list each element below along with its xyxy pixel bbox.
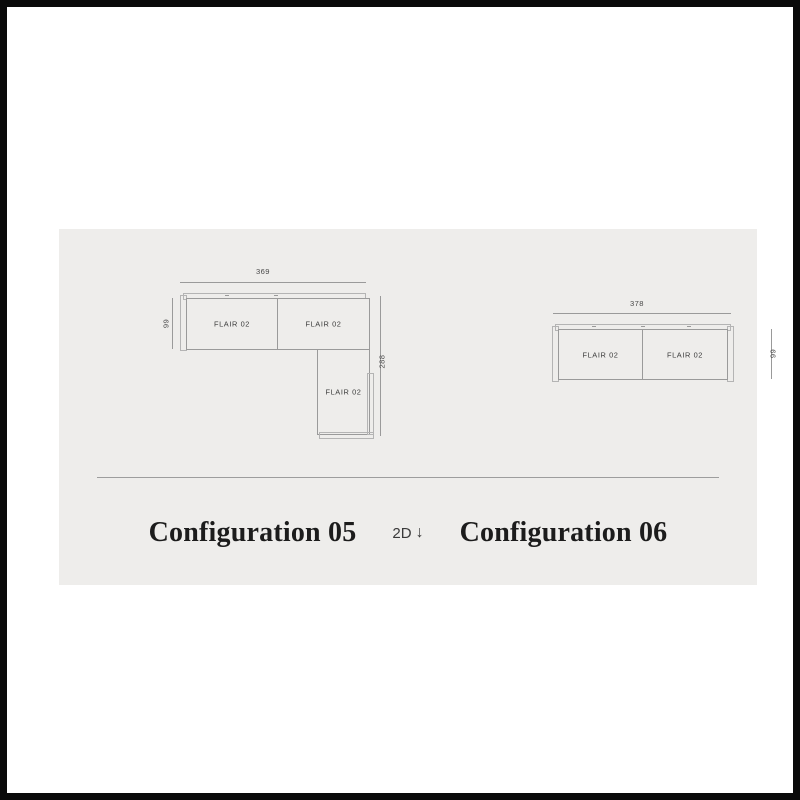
module-label: FLAIR 02 [325, 387, 362, 397]
backrest-tick-1 [225, 295, 229, 296]
drawing-panel: 369 99 288 FLAIR 02 FLAIR 02 FL [59, 229, 778, 585]
view-mode-label: 2D [392, 524, 412, 542]
module-seat-top-left: FLAIR 02 [186, 298, 278, 350]
module-label: FLAIR 02 [582, 350, 619, 359]
module-seat-left: FLAIR 02 [558, 329, 643, 380]
configuration-06-drawing: 378 99 FLAIR 02 FLAIR 02 [519, 229, 778, 459]
module-label: FLAIR 02 [213, 319, 251, 329]
caption-divider [97, 477, 719, 478]
arm-outline-right [727, 326, 734, 382]
module-label: FLAIR 02 [666, 350, 704, 359]
module-seat-right: FLAIR 02 [642, 329, 728, 380]
configuration-05-title: Configuration 05 [148, 517, 357, 548]
dim-label-depth-288: 288 [377, 354, 387, 369]
view-mode-toggle[interactable]: 2D ↓ [392, 525, 423, 542]
dim-line-depth-99 [771, 329, 772, 379]
dim-label-width-378: 378 [630, 299, 644, 308]
caption-bar: Configuration 05 2D ↓ Configuration 06 [59, 497, 757, 569]
module-seat-top-right: FLAIR 02 [277, 298, 370, 350]
dim-line-depth-99 [172, 298, 173, 349]
dim-line-width-369 [180, 282, 366, 283]
dim-label-width-369: 369 [256, 267, 270, 276]
arrow-down-icon: ↓ [415, 524, 424, 541]
module-label: FLAIR 02 [305, 319, 342, 329]
backrest-tick-2 [274, 295, 278, 296]
backrest-tick-2 [641, 326, 645, 327]
configuration-06-title: Configuration 06 [459, 517, 668, 548]
module-seat-vertical-right: FLAIR 02 [317, 349, 370, 435]
arm-outline-vertical-bottom [319, 432, 374, 439]
backrest-tick-1 [592, 326, 596, 327]
dim-label-depth-99: 99 [161, 318, 171, 329]
arm-outline-vertical-right [367, 373, 374, 435]
dim-line-depth-288 [380, 296, 381, 436]
dim-label-depth-99: 99 [768, 348, 778, 359]
configuration-05-drawing: 369 99 288 FLAIR 02 FLAIR 02 FL [59, 229, 409, 459]
dim-line-width-378 [553, 313, 731, 314]
backrest-tick-3 [687, 326, 691, 327]
